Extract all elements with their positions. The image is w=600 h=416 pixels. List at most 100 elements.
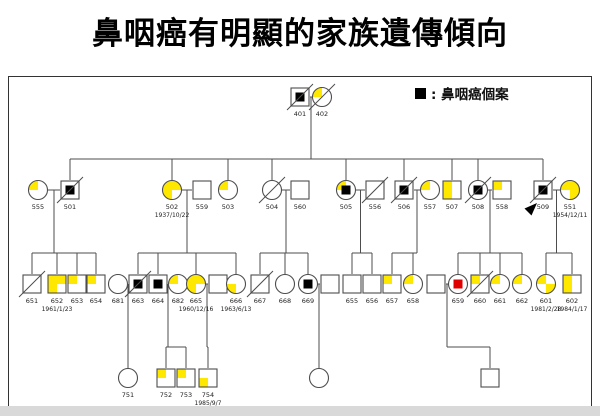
marker-quadrant	[218, 180, 228, 190]
marker-quadrant	[48, 275, 57, 284]
person-id-label: 669	[302, 297, 314, 305]
person-date-label: 1981/2/28	[531, 306, 562, 313]
marker-quadrant	[186, 274, 196, 284]
symbol-outline	[365, 180, 385, 200]
marker-quadrant	[563, 275, 572, 284]
affected-marker	[341, 185, 351, 195]
marker-quadrant	[57, 275, 66, 284]
person-id-label: 560	[294, 203, 306, 211]
person-id-label: 667	[254, 297, 266, 305]
symbol-body	[193, 181, 211, 199]
person-id-label: 551	[564, 203, 576, 211]
person-655: 655	[342, 274, 362, 305]
person-date-label: 1960/12/16	[179, 306, 214, 313]
symbol-outline	[492, 180, 512, 200]
person-668: 668	[274, 273, 296, 305]
symbol-outline	[442, 180, 462, 200]
person-663: 663	[124, 270, 152, 305]
marker-quadrant	[443, 190, 452, 199]
marker-quadrant	[28, 180, 38, 190]
person-654: 654	[86, 274, 106, 305]
marker-quadrant	[403, 274, 413, 284]
symbol-outline	[225, 273, 247, 295]
person-id-label: 751	[122, 391, 134, 399]
person-id-label: 509	[537, 203, 549, 211]
marker-quadrant	[563, 284, 572, 293]
symbol-outline	[394, 180, 414, 200]
person-id-label: 559	[196, 203, 208, 211]
symbol-outline	[382, 274, 402, 294]
symbol-outline	[22, 274, 42, 294]
person-506: 506	[390, 176, 418, 211]
symbol-outline	[562, 274, 582, 294]
person-id-label: 666	[230, 297, 242, 305]
person-u2	[320, 274, 340, 294]
symbol-outline	[320, 274, 340, 294]
symbol-outline	[467, 179, 489, 201]
person-id-label: 654	[90, 297, 102, 305]
person-id-label: 504	[266, 203, 278, 211]
person-557: 557	[419, 179, 441, 211]
marker-quadrant	[177, 369, 186, 378]
symbol-outline	[107, 273, 129, 295]
legend-affected-square-icon	[415, 88, 426, 99]
pedigree-line	[308, 83, 336, 111]
symbol-outline	[27, 179, 49, 201]
person-401: 401	[286, 83, 314, 118]
symbol-outline	[198, 368, 218, 388]
person-660: 660	[466, 270, 494, 305]
marker-quadrant	[383, 275, 392, 284]
pedigree-line	[124, 270, 152, 298]
symbol-body	[275, 274, 295, 294]
person-509: 509	[524, 176, 557, 216]
pedigree-line	[18, 270, 46, 298]
person-505: 505	[335, 179, 357, 211]
person-653: 653	[67, 274, 87, 305]
person-id-label: 658	[407, 297, 419, 305]
marker-quadrant	[443, 181, 452, 190]
marker-quadrant	[48, 284, 57, 293]
person-id-label: 402	[316, 110, 328, 118]
pedigree-line	[361, 176, 389, 204]
marker-quadrant	[570, 180, 580, 190]
person-658: 658	[402, 273, 424, 305]
pedigree-line	[56, 176, 84, 204]
symbol-outline	[185, 273, 207, 295]
affected-marker	[153, 279, 163, 289]
symbol-body	[427, 275, 445, 293]
pedigree-line	[466, 270, 494, 298]
person-id-label: 682	[172, 297, 184, 305]
symbol-outline	[67, 274, 87, 294]
symbol-outline	[290, 180, 310, 200]
symbol-outline	[311, 86, 333, 108]
symbol-body	[343, 275, 361, 293]
person-u3	[426, 274, 446, 294]
symbol-outline	[156, 368, 176, 388]
marker-quadrant	[536, 274, 546, 284]
person-id-label: 664	[152, 297, 164, 305]
symbol-outline	[176, 368, 196, 388]
person-555: 555	[27, 179, 49, 211]
page-title: 鼻咽癌有明顯的家族遺傳傾向	[92, 16, 508, 51]
marker-quadrant	[162, 180, 172, 190]
pedigree-line	[390, 176, 418, 204]
symbol-outline	[402, 273, 424, 295]
pedigree-line	[464, 176, 492, 204]
symbol-outline	[533, 180, 553, 200]
marker-quadrant	[157, 369, 166, 378]
person-752: 752	[156, 368, 176, 399]
symbol-outline	[128, 274, 148, 294]
person-id-label: 657	[386, 297, 398, 305]
marker-quadrant	[493, 181, 502, 190]
symbol-outline	[470, 274, 490, 294]
person-id-label: 660	[474, 297, 486, 305]
person-id-label: 659	[452, 297, 464, 305]
marker-quadrant	[68, 275, 77, 284]
person-659: 659	[447, 273, 469, 305]
person-u1	[208, 274, 228, 294]
